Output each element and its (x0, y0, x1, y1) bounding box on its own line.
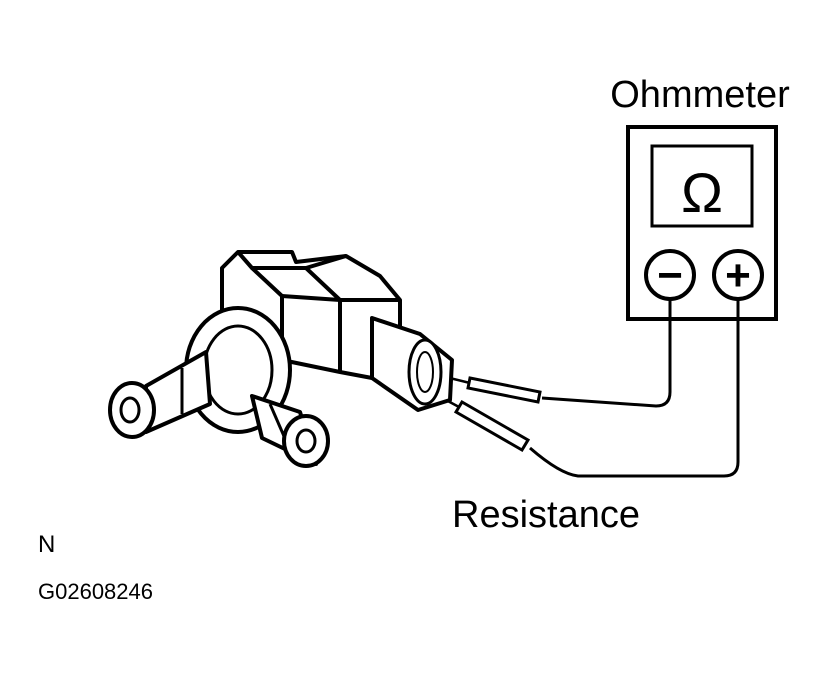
ohmmeter-label: Ohmmeter (610, 74, 790, 116)
figure-id: G02608246 (38, 579, 153, 604)
ohm-symbol: Ω (681, 161, 723, 224)
positive-lead-wire (529, 299, 740, 478)
positive-terminal-symbol: + (725, 251, 751, 300)
left-pipe (144, 350, 212, 434)
vacuum-switching-valve (108, 250, 454, 468)
ohmmeter: Ω − + (626, 125, 778, 321)
resistance-label: Resistance (452, 494, 640, 536)
ohmmeter-display (650, 144, 754, 228)
view-letter: N (38, 531, 55, 558)
negative-lead-wire (541, 299, 672, 408)
negative-terminal-symbol: − (657, 251, 683, 300)
